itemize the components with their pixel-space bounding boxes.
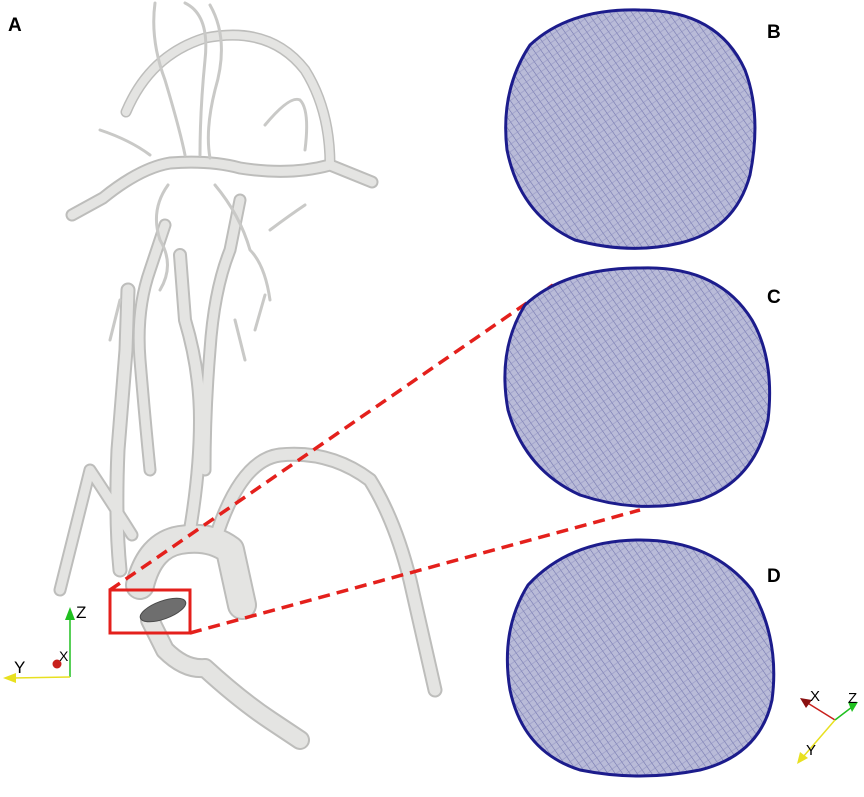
axis-triad-right <box>797 698 858 764</box>
highlight-box-icon <box>108 588 192 635</box>
cross-section-disc <box>139 597 187 623</box>
dashed-connector-icon <box>109 283 641 635</box>
axis-triad-left <box>3 607 75 683</box>
panel-label-c: C <box>767 287 781 308</box>
mesh-cross-section-b <box>504 8 757 250</box>
axis-label-x-left: X <box>59 648 69 664</box>
panel-label-d: D <box>767 566 781 587</box>
panel-label-b: B <box>767 22 781 43</box>
vessel-model <box>53 1 443 750</box>
mesh-cross-section-c <box>503 266 772 508</box>
axis-label-z-left: Z <box>76 603 87 622</box>
axis-label-y-right: Y <box>806 742 817 759</box>
axis-label-y-left: Y <box>14 658 26 677</box>
axis-label-z-right: Z <box>848 690 858 707</box>
axis-label-x-right: X <box>810 688 821 705</box>
mesh-cross-section-d <box>505 538 776 778</box>
panel-label-a: A <box>8 15 22 36</box>
